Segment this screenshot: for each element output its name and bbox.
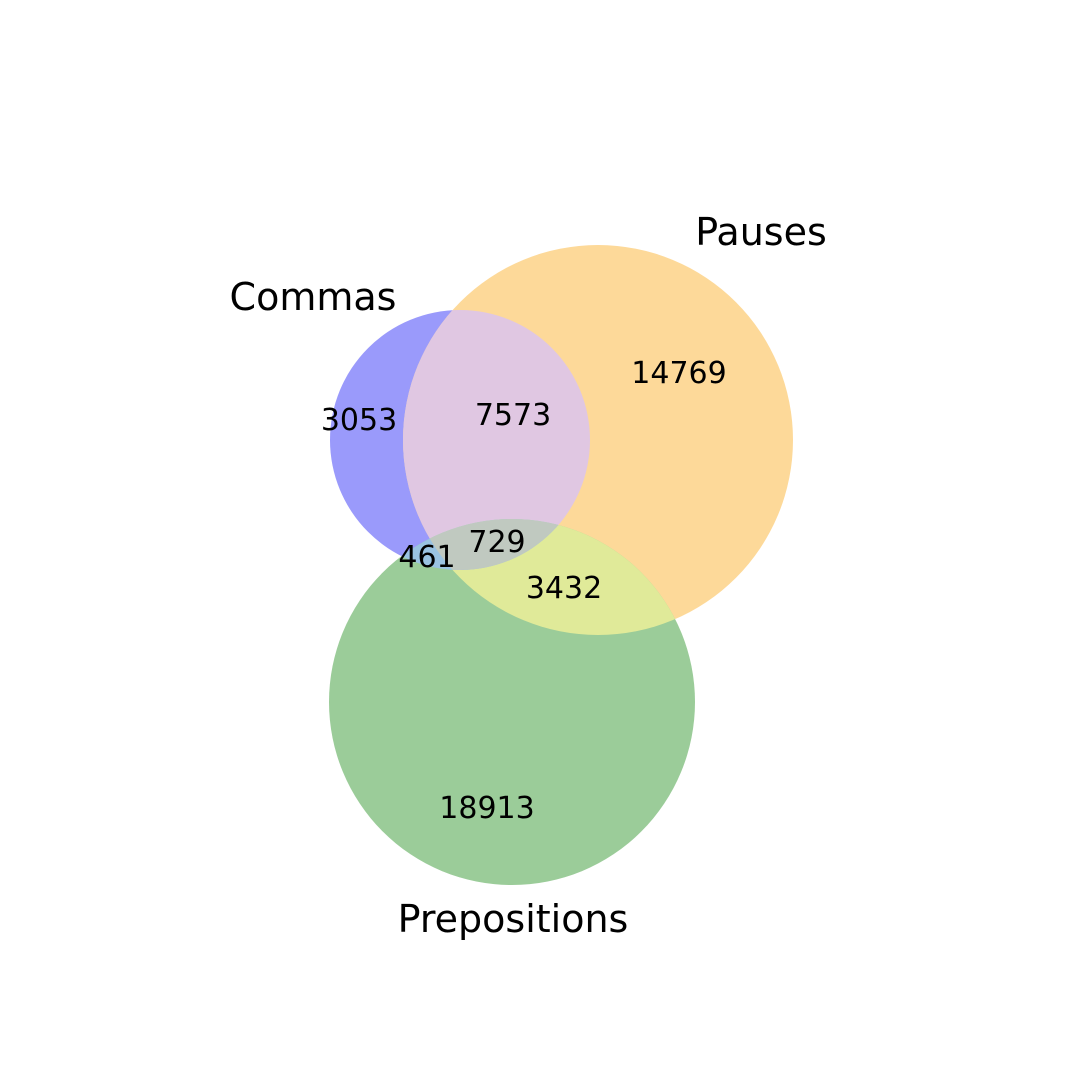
region-count-prepositions-only: 18913 bbox=[439, 791, 534, 826]
region-count-commas-pauses: 7573 bbox=[475, 398, 551, 433]
region-count-pauses-prepositions: 3432 bbox=[526, 571, 602, 606]
set-label-commas: Commas bbox=[230, 275, 397, 319]
set-label-pauses: Pauses bbox=[695, 210, 827, 254]
region-count-pauses-only: 14769 bbox=[631, 356, 726, 391]
region-count-commas-prepositions: 461 bbox=[398, 540, 455, 575]
set-label-prepositions: Prepositions bbox=[398, 897, 629, 941]
region-count-commas-only: 3053 bbox=[321, 403, 397, 438]
region-count-all-three: 729 bbox=[468, 525, 525, 560]
